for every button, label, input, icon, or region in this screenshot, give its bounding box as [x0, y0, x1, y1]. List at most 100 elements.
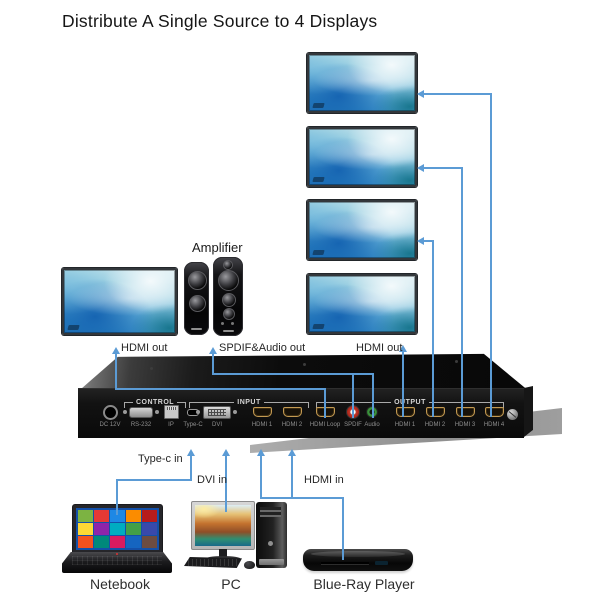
- hdmi-out-left-label: HDMI out: [121, 342, 168, 354]
- ground-screw-icon: [507, 409, 518, 420]
- port-label: SPDIF: [344, 422, 362, 428]
- rj45-ethernet-icon: [163, 405, 179, 419]
- hdmi-out-right-label: HDMI out: [356, 342, 403, 354]
- cable-segment: [116, 479, 118, 515]
- port-label: HDMI 4: [483, 422, 505, 428]
- pc-tower-logo-icon: [268, 541, 273, 546]
- hdmi-connector-icon: [425, 407, 445, 417]
- notebook-screen: [76, 508, 159, 550]
- bluray-player: [303, 549, 413, 571]
- section-input-label: INPUT: [237, 399, 261, 406]
- port-label: Audio: [364, 422, 380, 428]
- port-label: HDMI 2: [281, 422, 303, 428]
- pc-monitor-stand: [219, 549, 227, 557]
- tv-logo-icon: [312, 250, 325, 255]
- cable-segment: [424, 93, 492, 95]
- cable-segment: [190, 455, 192, 480]
- arrow-left-icon: [417, 164, 424, 172]
- bluray-label: Blue-Ray Player: [313, 576, 415, 592]
- port-label: DC 12V: [99, 422, 121, 428]
- speaker-left: [184, 262, 209, 335]
- cable-segment: [402, 351, 404, 417]
- chassis-screw-icon: [303, 363, 306, 366]
- hdmi-in-label: HDMI in: [304, 474, 344, 486]
- port-hdmi-out-4: HDMI 4: [474, 405, 514, 428]
- speaker-driver-icon: [222, 293, 236, 307]
- distributor-side-face: [524, 386, 533, 437]
- section-input: INPUT: [189, 399, 309, 412]
- tv-logo-icon: [67, 325, 80, 330]
- bracket-line: [189, 402, 235, 408]
- hdmi-connector-icon: [455, 407, 475, 417]
- section-control: CONTROL: [124, 399, 187, 412]
- section-output-label: OUTPUT: [394, 399, 426, 406]
- speaker-brand-mark: [191, 328, 202, 330]
- dvi-connector-icon: [196, 405, 231, 419]
- page-title: Distribute A Single Source to 4 Displays: [62, 11, 378, 31]
- notebook-label: Netebook: [90, 576, 150, 592]
- cable-segment: [116, 479, 192, 481]
- port-dvi: DVI: [196, 405, 237, 428]
- arrow-left-icon: [417, 237, 424, 245]
- port-hdmi-out-1: HDMI 1: [385, 405, 425, 428]
- cable-segment: [342, 497, 344, 560]
- speaker-driver-icon: [189, 295, 206, 312]
- dvi-in-label: DVI in: [197, 474, 227, 486]
- cable-segment: [291, 455, 293, 499]
- amplifier-label: Amplifier: [192, 240, 243, 255]
- display-left: [62, 268, 177, 335]
- display-2: [307, 127, 417, 187]
- volume-knob-icon: [221, 322, 224, 325]
- port-label: IP: [168, 422, 174, 428]
- distributor-top-face: [79, 353, 526, 390]
- notebook-keyboard-base: [62, 552, 172, 573]
- display-4: [307, 274, 417, 334]
- speaker-driver-icon: [223, 308, 235, 320]
- section-control-label: CONTROL: [135, 399, 175, 406]
- cable-segment: [352, 373, 354, 418]
- display-1: [307, 53, 417, 113]
- port-label: HDMI 1: [394, 422, 416, 428]
- chassis-screw-icon: [150, 367, 153, 370]
- cable-segment: [212, 353, 214, 374]
- speaker-driver-icon: [218, 270, 239, 291]
- pc-mouse: [244, 561, 255, 569]
- speaker-brand-mark: [223, 330, 234, 332]
- port-label: HDMI 1: [251, 422, 273, 428]
- bracket-line: [177, 402, 187, 408]
- port-hdmi-out-2: HDMI 2: [415, 405, 455, 428]
- hdmi-connector-icon: [395, 407, 415, 417]
- cable-segment: [424, 167, 463, 169]
- cable-segment: [115, 388, 326, 390]
- port-hdmi-in-2: HDMI 2: [272, 405, 312, 428]
- bracket-line: [124, 402, 133, 408]
- notebook-lid: [72, 504, 163, 554]
- arrow-up-icon: [288, 449, 296, 456]
- tv-logo-icon: [312, 177, 325, 182]
- pc-tower: [256, 502, 287, 568]
- arrow-up-icon: [399, 345, 407, 352]
- cable-segment: [372, 373, 374, 418]
- dc-power-jack-icon: [102, 404, 118, 420]
- volume-knob-icon: [231, 322, 234, 325]
- spdif-audio-out-label: SPDIF&Audio out: [219, 342, 306, 354]
- cable-segment: [225, 455, 227, 512]
- cable-segment: [115, 353, 117, 389]
- cable-segment: [461, 167, 463, 417]
- pc-monitor-screen: [195, 505, 251, 546]
- pc-keyboard: [184, 557, 242, 568]
- port-label: HDMI 2: [424, 422, 446, 428]
- arrow-left-icon: [417, 90, 424, 98]
- bracket-line: [428, 402, 504, 408]
- cable-segment: [432, 240, 434, 417]
- tv-logo-icon: [312, 324, 325, 329]
- port-label: Type-C: [183, 422, 203, 428]
- bluray-display-window: [375, 561, 388, 565]
- display-3: [307, 200, 417, 260]
- port-label: HDMI 3: [454, 422, 476, 428]
- type-c-in-label: Type-c in: [138, 453, 183, 465]
- hdmi-connector-icon: [282, 407, 302, 417]
- cable-segment: [424, 240, 434, 242]
- port-ip: IP: [151, 405, 191, 428]
